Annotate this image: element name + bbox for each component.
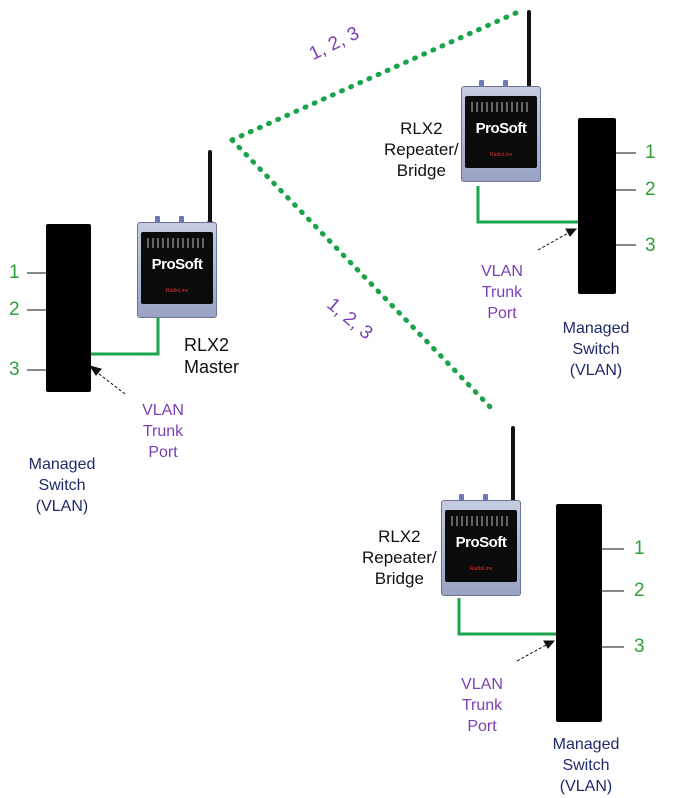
managed-switch-left: [46, 224, 91, 392]
left-port-2: 2: [9, 299, 20, 321]
top-radio-name: RLX2 Repeater/ Bridge: [384, 118, 459, 181]
top-port-1: 1: [645, 142, 656, 164]
bottom-antenna: [511, 426, 515, 502]
master-radio-name: RLX2 Master: [184, 334, 239, 378]
top-radio-brand: ProSoft: [461, 120, 541, 137]
bottom-repeater-radio: ProSoft RadioLinx: [441, 500, 521, 596]
master-radio: ProSoft RadioLinx: [137, 222, 217, 318]
top-trunk-label: VLAN Trunk Port: [472, 261, 532, 324]
left-switch-label: Managed Switch (VLAN): [22, 454, 102, 517]
bottom-trunk-label: VLAN Trunk Port: [452, 674, 512, 737]
bottom-port-1: 1: [634, 538, 645, 560]
arrow-bottom-trunk: [517, 641, 554, 661]
arrow-master-trunk: [90, 366, 125, 394]
master-trunk-label: VLAN Trunk Port: [133, 400, 193, 463]
left-port-3: 3: [9, 359, 20, 381]
master-radio-brand: ProSoft: [137, 256, 217, 273]
top-port-3: 3: [645, 235, 656, 257]
top-switch-label: Managed Switch (VLAN): [556, 318, 636, 381]
top-switch-port-lines: [614, 153, 636, 245]
left-port-1: 1: [9, 262, 20, 284]
bottom-port-2: 2: [634, 580, 645, 602]
top-port-2: 2: [645, 179, 656, 201]
master-antenna: [208, 150, 212, 226]
bottom-switch-port-lines: [600, 549, 624, 647]
managed-switch-top-right: [578, 118, 616, 294]
bottom-port-3: 3: [634, 636, 645, 658]
top-trunk-cable: [478, 186, 592, 222]
top-antenna: [527, 10, 531, 88]
bottom-radio-brand: ProSoft: [441, 534, 521, 551]
top-repeater-radio: ProSoft RadioLinx: [461, 86, 541, 182]
bottom-switch-label: Managed Switch (VLAN): [546, 734, 626, 797]
bottom-radio-name: RLX2 Repeater/ Bridge: [362, 526, 437, 589]
managed-switch-bottom-right: [556, 504, 602, 722]
arrow-top-trunk: [538, 229, 576, 250]
left-switch-port-lines: [27, 273, 46, 370]
